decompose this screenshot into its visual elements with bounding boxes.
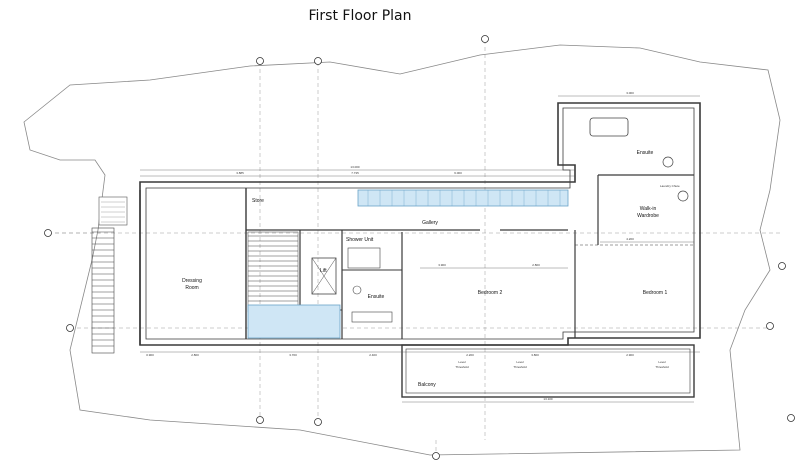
building-walls	[139, 102, 701, 346]
dim-bed2-w2: 2.800	[532, 263, 540, 267]
wc-top	[662, 156, 674, 168]
dim-bottom-f: 3.800	[531, 353, 539, 357]
dim-overall-top: 13.000	[350, 165, 360, 169]
threshold-2b: Threshold	[513, 365, 527, 369]
external-stair	[91, 227, 115, 354]
room-walkin-2: Wardrobe	[637, 213, 659, 219]
dim-bottom-d: 2.400	[369, 353, 377, 357]
grid-markers	[44, 35, 795, 460]
room-lift: Lift	[320, 268, 327, 274]
bath	[589, 117, 629, 137]
room-walkin-1: Walk-in	[640, 206, 657, 212]
dim-top-right: 6.000	[454, 171, 462, 175]
gallery-glazing	[357, 189, 569, 207]
room-bedroom-1: Bedroom 1	[643, 290, 668, 296]
laundry-chute	[677, 190, 689, 202]
dim-bottom-b: 2.800	[191, 353, 199, 357]
threshold-1a: Level	[458, 360, 466, 364]
shower-glass	[247, 304, 341, 339]
dim-top-mid: 7.735	[351, 171, 359, 175]
threshold-2a: Level	[516, 360, 524, 364]
threshold-3a: Level	[658, 360, 666, 364]
legend-box	[98, 196, 128, 226]
room-gallery: Gallery	[422, 220, 438, 226]
internal-stair	[247, 231, 299, 313]
lift-shaft	[311, 257, 337, 295]
room-balcony: Balcony	[418, 382, 436, 388]
room-shower: Shower Unit	[346, 237, 374, 243]
room-ensuite-small: Ensuite	[368, 294, 385, 300]
plan-title: First Floor Plan	[308, 8, 412, 24]
dim-balcony: 13.100	[543, 397, 553, 401]
dim-top-left: 3.885	[236, 171, 244, 175]
room-store: Store	[252, 198, 264, 204]
dim-bottom-e: 2.200	[466, 353, 474, 357]
shower-tray	[347, 247, 381, 269]
room-ensuite-top: Ensuite	[637, 150, 654, 156]
dim-bed2-w1: 3.900	[438, 263, 446, 267]
room-laundry: Laundry Chute	[660, 184, 680, 188]
room-dressing-1: Dressing	[182, 278, 202, 284]
threshold-3b: Threshold	[655, 365, 669, 369]
balcony-outline	[401, 344, 695, 398]
site-outline	[23, 44, 781, 456]
dim-bottom-g: 2.900	[626, 353, 634, 357]
dimension-lines	[140, 95, 700, 403]
threshold-1b: Threshold	[455, 365, 469, 369]
wc-small	[352, 285, 362, 295]
dim-bed1-w: 4.200	[626, 237, 634, 241]
basin	[351, 311, 393, 323]
dim-right-box: 3.000	[626, 91, 634, 95]
room-dressing-2: Room	[185, 285, 198, 291]
dim-bottom-c: 3.700	[289, 353, 297, 357]
dim-bottom-a: 0.900	[146, 353, 154, 357]
room-bedroom-2: Bedroom 2	[478, 290, 503, 296]
